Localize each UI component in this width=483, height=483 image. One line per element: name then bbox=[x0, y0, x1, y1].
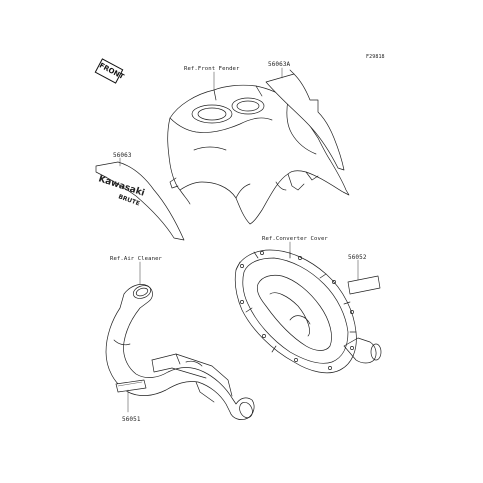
label-56051 bbox=[115, 379, 147, 393]
leader-lines bbox=[119, 67, 359, 413]
decal-56063A bbox=[265, 69, 345, 171]
part-number-56063A[interactable]: 56063A bbox=[268, 61, 291, 68]
air-cleaner-duct-part bbox=[105, 284, 255, 420]
label-ref-front-fender: Ref.Front Fender bbox=[184, 66, 240, 72]
label-ref-air-cleaner: Ref.Air Cleaner bbox=[110, 256, 163, 262]
decal-56063: Kawasaki BRUTE bbox=[95, 161, 185, 241]
converter-cover-part bbox=[234, 249, 382, 374]
label-56052 bbox=[347, 275, 381, 295]
front-fender-part bbox=[167, 84, 350, 225]
label-ref-converter-cover: Ref.Converter Cover bbox=[262, 236, 328, 242]
part-number-56063[interactable]: 56063 bbox=[113, 152, 132, 159]
part-number-56051[interactable]: 56051 bbox=[122, 416, 141, 423]
figure-code: F29818 bbox=[366, 54, 385, 60]
part-number-56052[interactable]: 56052 bbox=[348, 254, 367, 261]
